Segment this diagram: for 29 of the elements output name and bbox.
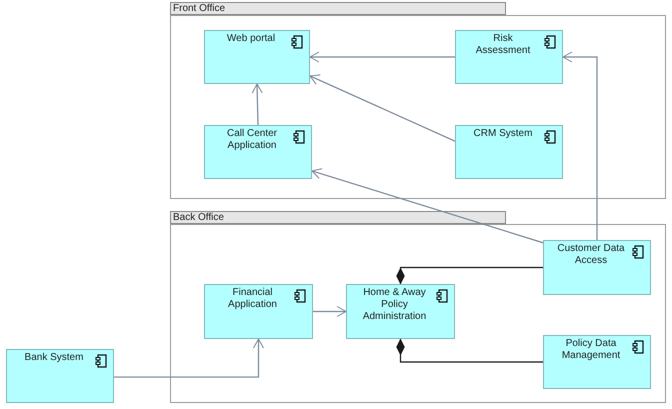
component-box: [204, 30, 310, 84]
component-box: [543, 335, 651, 389]
component-label: Call Center Application: [226, 128, 278, 152]
arrow: [313, 306, 346, 317]
component-label: Bank System: [24, 352, 84, 364]
arrow: [562, 52, 598, 240]
component-label: Policy Data Management: [560, 338, 622, 362]
component-box: [6, 349, 114, 403]
component-box: [346, 284, 455, 339]
component-label: Financial Application: [227, 287, 278, 311]
component-label: Web portal: [226, 33, 276, 45]
arrow: [310, 52, 455, 62]
group-tab: Back Office: [170, 211, 506, 224]
component-box: [455, 125, 563, 179]
arrow: [312, 168, 544, 244]
component-box: [204, 125, 312, 179]
component-label: Home & Away Policy Administration: [362, 287, 428, 323]
component-box: [204, 284, 313, 339]
component-box: [455, 30, 563, 84]
component-box: [543, 240, 651, 295]
composition-connector: [396, 266, 543, 284]
component-label: Risk Assessment: [474, 33, 532, 57]
component-label: CRM System: [472, 128, 534, 140]
arrow: [310, 74, 456, 142]
group-tab: Front Office: [170, 2, 506, 15]
arrow: [252, 84, 263, 126]
component-label: Customer Data Access: [556, 243, 626, 267]
arrow: [114, 338, 264, 378]
composition-connector: [396, 338, 543, 363]
